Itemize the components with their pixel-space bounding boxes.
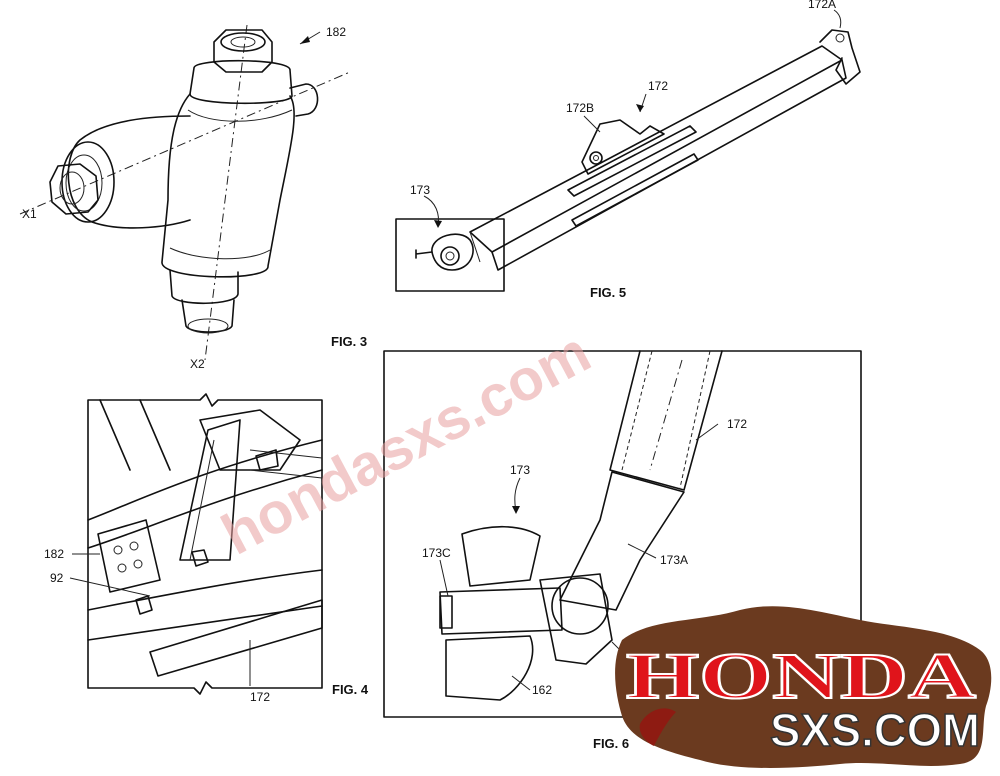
fig4-border	[87, 393, 323, 695]
fig3-label: FIG. 3	[331, 334, 367, 349]
fig4-label: FIG. 4	[332, 682, 369, 697]
diagonal-watermark: hondasxs.com	[212, 319, 601, 567]
ref-172-fig4: 172	[250, 690, 270, 704]
logo-mud-splat	[615, 606, 992, 768]
bottom-nut	[181, 299, 235, 333]
boot-housing	[539, 573, 613, 665]
ball-173	[551, 577, 609, 635]
ref-172b: 172B	[566, 101, 594, 115]
fig6-section-view	[383, 350, 862, 718]
fig3-ball-joint	[19, 24, 351, 361]
ball-stud-173	[415, 249, 433, 259]
knuckle-162	[445, 635, 534, 701]
logo-wing-icon	[639, 708, 676, 746]
fig5-label: FIG. 5	[590, 285, 626, 300]
link-tube-side	[491, 59, 847, 271]
ref-172a: 172A	[808, 0, 836, 11]
housing-173a	[559, 471, 685, 611]
ref-x1: X1	[22, 207, 37, 221]
fig5-link-assembly	[395, 9, 861, 292]
axis-x1-line	[19, 71, 351, 215]
front-nut	[49, 163, 99, 215]
tube-172-section	[609, 350, 723, 491]
top-collar	[189, 59, 293, 105]
bracket-182-fig4	[97, 519, 161, 593]
ref-173c: 173C	[422, 546, 451, 560]
side-boss	[289, 83, 319, 117]
logo-honda-text: HONDA	[626, 640, 976, 713]
ref-172-fig5: 172	[648, 79, 668, 93]
ref-92: 92	[50, 571, 64, 585]
end-mount-172a	[819, 29, 861, 85]
ref-x2: X2	[190, 357, 205, 371]
bottom-collar	[169, 269, 239, 305]
link-tube	[469, 45, 843, 253]
ref-173-fig5: 173	[410, 183, 430, 197]
ref-173-fig6: 173	[510, 463, 530, 477]
hondasxs-logo: HONDA SXS.COM	[615, 606, 992, 768]
axis-x2-line	[204, 24, 248, 361]
knuckle-upper	[461, 525, 541, 587]
horizontal-sleeve	[67, 115, 191, 229]
ref-162: 162	[532, 683, 552, 697]
bracket-172b	[581, 119, 665, 175]
ref-173a: 173A	[660, 553, 688, 567]
tube-slot-upper	[567, 125, 697, 197]
ref-182-fig3: 182	[326, 25, 346, 39]
ref-182-fig4: 182	[44, 547, 64, 561]
logo-sxs-text: SXS.COM	[770, 704, 980, 756]
fig4-frame-view	[69, 393, 323, 695]
frame-upright	[179, 419, 241, 561]
ref-172-fig6: 172	[727, 417, 747, 431]
detail-box-173	[395, 218, 505, 292]
joint-body	[161, 93, 295, 278]
fig6-label: FIG. 6	[593, 736, 629, 751]
tube-end-eye	[431, 233, 474, 271]
stud-173c	[439, 587, 563, 635]
link-172-fig4	[149, 599, 323, 677]
tube-slot-lower	[571, 153, 699, 227]
